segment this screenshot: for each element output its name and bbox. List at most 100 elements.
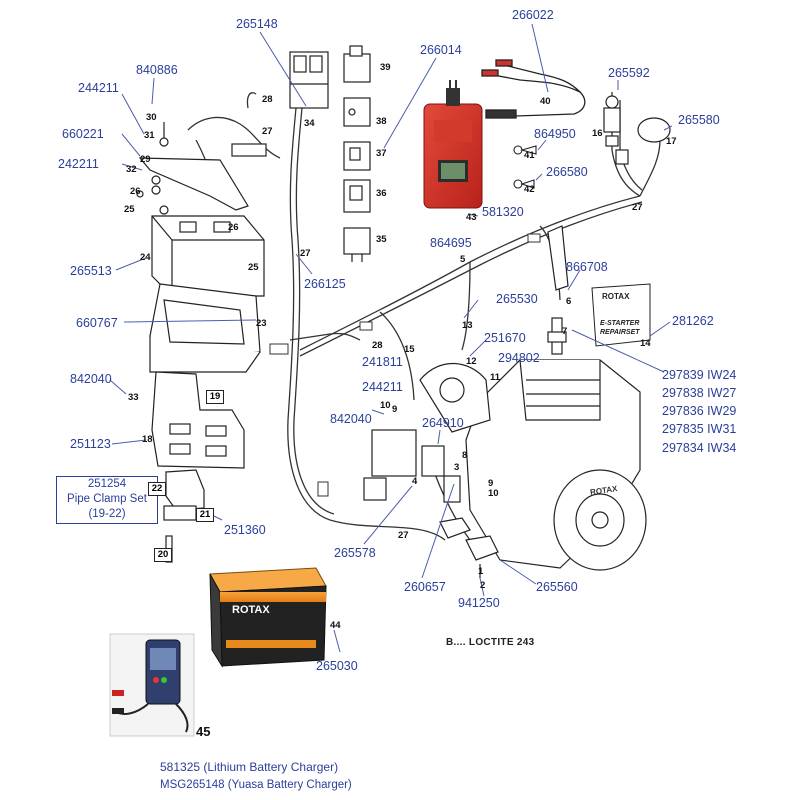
part-number: 251360 xyxy=(224,523,266,537)
ignition-coil-part: 297836 IW29 xyxy=(662,404,737,418)
ignition-coil-part: 297839 IW24 xyxy=(662,368,737,382)
ref-number: 1 xyxy=(478,566,484,577)
ref-number: 10 xyxy=(380,400,391,411)
part-number: 265148 xyxy=(236,17,278,31)
part-number: 241811 xyxy=(362,355,403,369)
part-number: 265530 xyxy=(496,292,538,306)
ref-number: 12 xyxy=(466,356,477,367)
starter-button xyxy=(603,95,671,165)
part-number: 265030 xyxy=(316,659,358,673)
plug-adapters xyxy=(343,45,371,262)
ref-number: 34 xyxy=(304,118,315,129)
ref-number: 5 xyxy=(460,254,466,265)
part-number: 581320 xyxy=(482,205,524,219)
ref-number: 11 xyxy=(490,372,501,383)
engine-block xyxy=(419,359,647,571)
spark-plug xyxy=(547,225,569,355)
ref-number: 40 xyxy=(540,96,551,107)
ref-number: 28 xyxy=(372,340,383,351)
ref-number: 10 xyxy=(488,488,499,499)
part-number: 842040 xyxy=(330,412,372,426)
ref-number: 15 xyxy=(404,344,415,355)
leader-lines xyxy=(109,23,673,653)
charge-cable xyxy=(481,59,586,119)
ref-number: 44 xyxy=(330,620,341,631)
part-number: 294802 xyxy=(498,351,540,365)
part-number: 866708 xyxy=(566,260,608,274)
ref-number: 27 xyxy=(262,126,273,137)
charger-photo xyxy=(109,633,195,737)
part-number: 260657 xyxy=(404,580,446,594)
ref-box: 21 xyxy=(196,508,214,522)
lithium-charger-label: 581325 (Lithium Battery Charger) xyxy=(160,760,339,774)
ref-box: 19 xyxy=(206,390,224,404)
part-number: 265592 xyxy=(608,66,650,80)
battery-holder xyxy=(151,371,245,469)
ref-number: 35 xyxy=(376,234,387,245)
ref-number: 41 xyxy=(524,150,535,161)
red-charger xyxy=(423,80,483,209)
ref-number: 2 xyxy=(480,580,486,591)
part-number: 251670 xyxy=(484,331,526,345)
battery-24 xyxy=(136,122,265,297)
voltage-regulator xyxy=(289,51,329,109)
ref-box: 20 xyxy=(154,548,172,562)
ref-number: 25 xyxy=(124,204,135,215)
ref-number: 38 xyxy=(376,116,387,127)
part-number: 660767 xyxy=(76,316,118,330)
ref-number: 3 xyxy=(454,462,460,473)
ref-number: 37 xyxy=(376,148,387,159)
ref-number: 9 xyxy=(392,404,398,415)
ref-number: 7 xyxy=(562,326,568,337)
yuasa-charger-label: MSG265148 (Yuasa Battery Charger) xyxy=(160,779,352,791)
ref-number: 25 xyxy=(248,262,259,273)
part-number: 840886 xyxy=(136,63,178,77)
harness-clips xyxy=(269,233,541,497)
ref-number: 29 xyxy=(140,154,151,165)
battery-tray xyxy=(149,283,261,373)
ref-number: 26 xyxy=(228,222,239,233)
part-number: 265578 xyxy=(334,546,376,560)
cable-lugs xyxy=(513,145,537,189)
ref-number: 45 xyxy=(196,724,211,739)
estarter-line2: REPAIRSET xyxy=(600,329,640,336)
ref-number: 28 xyxy=(262,94,273,105)
ref-box: 22 xyxy=(148,482,166,496)
ref-number: 42 xyxy=(524,184,535,195)
ref-number: 17 xyxy=(666,136,677,147)
ref-number: 8 xyxy=(462,450,468,461)
pipe-clamp-title: Pipe Clamp Set xyxy=(67,493,147,505)
ref-number: 14 xyxy=(640,338,651,349)
ref-number: 31 xyxy=(144,130,155,141)
part-number: 281262 xyxy=(672,314,714,328)
ref-number: 6 xyxy=(566,296,572,307)
ref-number: 27 xyxy=(300,248,311,259)
loctite-note: B.... LOCTITE 243 xyxy=(446,637,535,648)
pipe-clamp-range: (19-22) xyxy=(88,508,126,520)
part-number: 242211 xyxy=(58,157,99,171)
ref-number: 9 xyxy=(488,478,494,489)
estarter-line1: E-STARTER xyxy=(600,320,640,327)
part-number: 864695 xyxy=(430,236,472,250)
part-number: 266014 xyxy=(420,43,462,57)
ignition-coil-part: 297835 IW31 xyxy=(662,422,737,436)
ref-number: 18 xyxy=(142,434,153,445)
part-number: 266580 xyxy=(546,165,588,179)
ref-number: 36 xyxy=(376,188,387,199)
ref-number: 24 xyxy=(140,252,151,263)
ref-number: 32 xyxy=(126,164,137,175)
ignition-coil xyxy=(363,429,445,501)
part-number: 842040 xyxy=(70,372,112,386)
part-number: 660221 xyxy=(62,127,104,141)
ref-number: 26 xyxy=(130,186,141,197)
estarter-brand: ROTAX xyxy=(602,292,630,301)
ignition-coil-part: 297834 IW34 xyxy=(662,441,737,455)
part-number: 864950 xyxy=(534,127,576,141)
ignition-coil-part: 297838 IW27 xyxy=(662,386,737,400)
ref-number: 39 xyxy=(380,62,391,73)
ref-number: 33 xyxy=(128,392,139,403)
part-number: 244211 xyxy=(362,380,403,394)
ref-number: 43 xyxy=(466,212,477,223)
part-number: 264910 xyxy=(422,416,464,430)
